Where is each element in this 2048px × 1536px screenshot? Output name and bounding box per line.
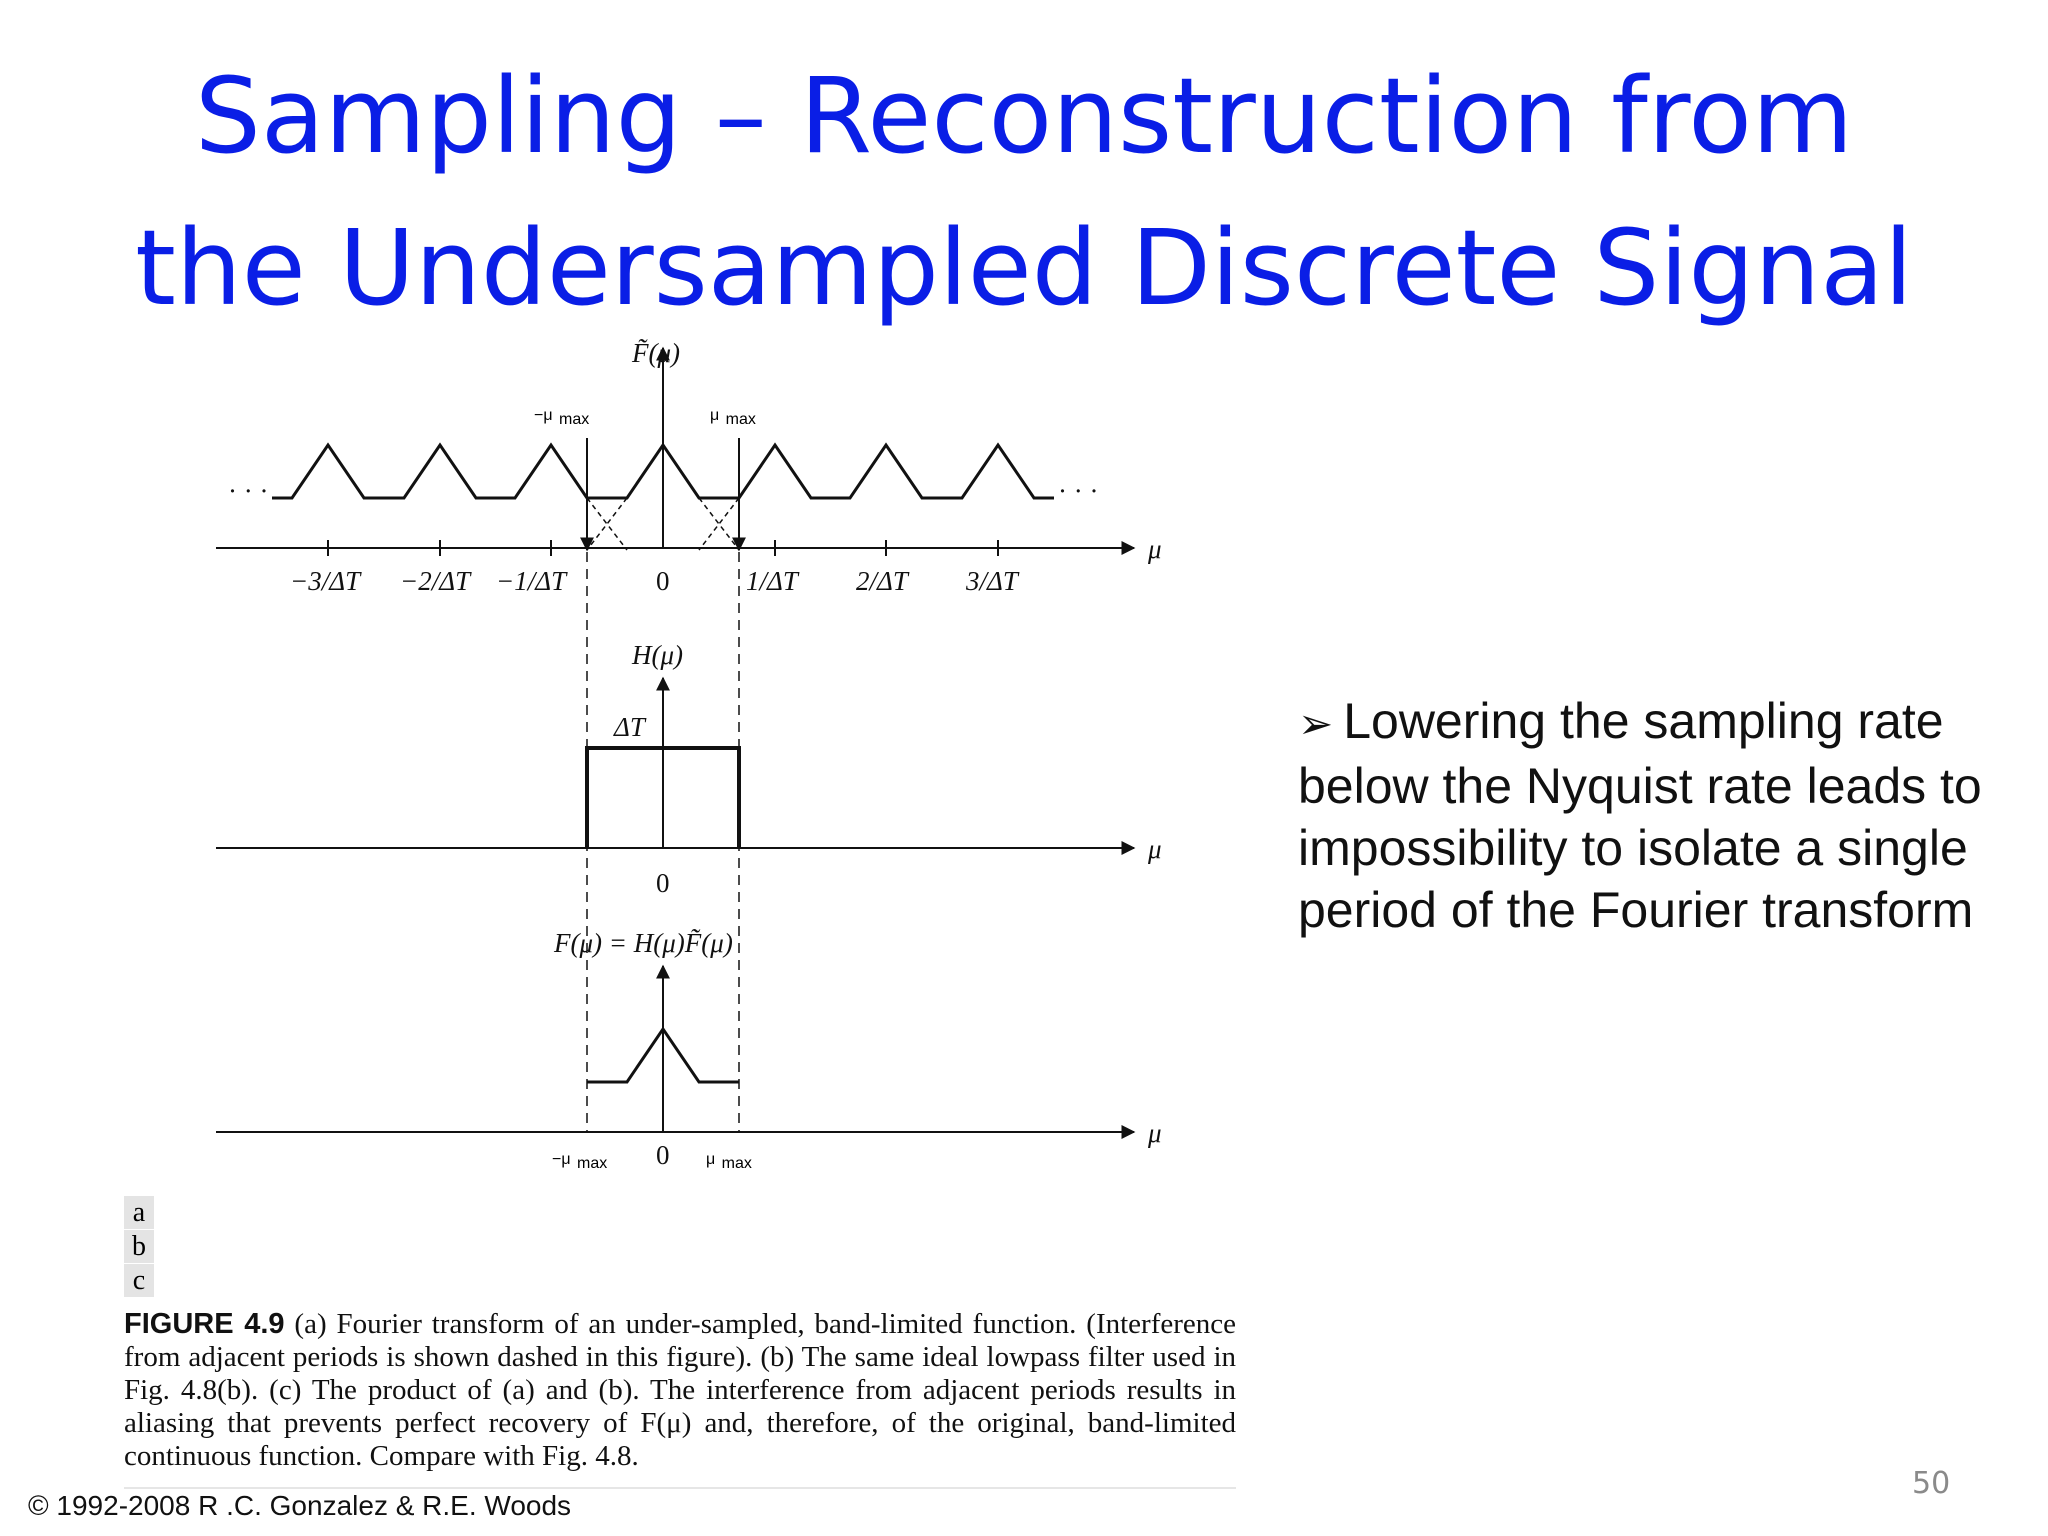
panel-c-neg-mu-max-label: −μ max	[552, 1151, 607, 1172]
panel-b-func-label: H(μ)	[631, 640, 683, 670]
panel-a-neg-mu-max-label: −μ max	[534, 407, 589, 428]
slide-title-line-1: Sampling – Reconstruction from	[194, 55, 1854, 177]
panel-a-mu-sub: max	[726, 411, 756, 428]
panel-a-ellipsis-left: · · ·	[228, 476, 268, 506]
panel-a-spectrum: F̃(μ) · · · · · · −μ max μ max	[216, 338, 1162, 596]
panel-b-zero-label: 0	[656, 868, 670, 898]
panel-c-axis-label: μ	[1147, 1118, 1162, 1148]
figure-caption-head: FIGURE 4.9	[124, 1308, 285, 1340]
panel-c-neg-mu: −μ	[552, 1151, 571, 1168]
panel-a-tick-label-neg1: −1/ΔT	[496, 566, 568, 596]
figure-caption: FIGURE 4.9 (a) Fourier transform of an u…	[124, 1308, 1236, 1473]
panel-c-zero-label: 0	[656, 1140, 670, 1170]
panel-a-tick-label-zero: 0	[656, 566, 670, 596]
caption-divider	[124, 1487, 1236, 1489]
panel-b-axis-label: μ	[1147, 834, 1162, 864]
panel-a-tick-label-pos2: 2/ΔT	[856, 566, 910, 596]
bullet-text: Lowering the sampling rate below the Nyq…	[1298, 693, 1982, 938]
panel-b-lowpass-filter: H(μ) ΔT 0 μ	[216, 640, 1162, 898]
slide-title-line-2: the Undersampled Discrete Signal	[135, 207, 1913, 329]
panel-a-axis-label: μ	[1147, 534, 1162, 564]
panel-c-func-label: F(μ) = H(μ)F̃(μ)	[553, 928, 733, 958]
slide-title: Sampling – Reconstruction from the Under…	[0, 40, 2048, 344]
bullet-arrow-icon: ➢	[1298, 699, 1334, 748]
panel-c-mu-max-label: μ max	[706, 1151, 752, 1172]
panel-a-tick-label-neg2: −2/ΔT	[400, 566, 472, 596]
panel-c-mu-sub: max	[722, 1155, 752, 1172]
panel-a-neg-mu: −μ	[534, 407, 553, 424]
panel-letter-a: a	[124, 1196, 154, 1230]
panel-a-tick-label-pos1: 1/ΔT	[746, 566, 800, 596]
panel-c-product: F(μ) = H(μ)F̃(μ) −μ max 0 μ max μ	[216, 928, 1162, 1172]
panel-letter-column: a b c	[124, 1196, 154, 1298]
copyright-notice: © 1992-2008 R .C. Gonzalez & R.E. Woods	[28, 1490, 572, 1521]
panel-c-mu: μ	[706, 1151, 715, 1168]
panel-a-tick-label-neg3: −3/ΔT	[290, 566, 362, 596]
panel-a-func-label: F̃(μ)	[631, 338, 680, 368]
panel-b-filter-box	[585, 746, 741, 848]
panel-c-neg-mu-sub: max	[577, 1155, 607, 1172]
panel-letter-c: c	[124, 1264, 154, 1298]
panel-a-tick-marks	[327, 540, 999, 556]
panel-a-tick-label-pos3: 3/ΔT	[965, 566, 1020, 596]
panel-a-mu-max-label: μ max	[710, 407, 756, 428]
panel-b-height-label: ΔT	[613, 712, 647, 742]
panel-a-periodic-spectrum	[272, 442, 1054, 500]
panel-letter-b: b	[124, 1230, 154, 1264]
bullet-point: ➢Lowering the sampling rate below the Ny…	[1298, 690, 1998, 941]
figure-caption-body: (a) Fourier transform of an under-sample…	[124, 1308, 1237, 1472]
panel-a-mu: μ	[710, 407, 719, 424]
panel-a-neg-mu-sub: max	[559, 411, 589, 428]
page-number: 50	[1912, 1466, 1951, 1501]
panel-c-aliased-spectrum	[587, 1026, 739, 1084]
panel-a-ellipsis-right: · · ·	[1058, 476, 1098, 506]
